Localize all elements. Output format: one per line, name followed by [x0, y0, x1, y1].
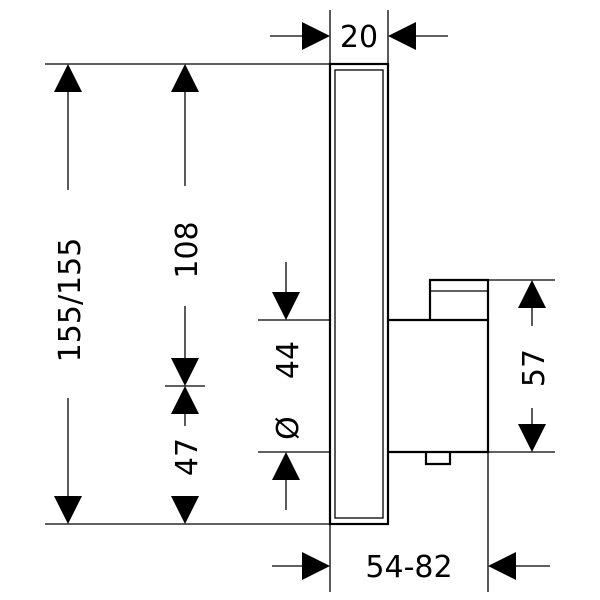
valve-body [388, 318, 490, 454]
extension-lines [45, 10, 555, 592]
bottom-nub [424, 452, 452, 466]
dimension-lower-height: 47 [170, 386, 205, 524]
dimension-top-width: 20 [270, 20, 448, 55]
dimension-total-height: 155/155 [53, 64, 88, 524]
cover-plate-inner [334, 69, 384, 519]
cover-plate [328, 62, 390, 526]
product-outline [328, 62, 490, 526]
upper-height-label: 108 [170, 221, 205, 278]
dimension-right-height: 57 [517, 280, 552, 452]
depth-range-label: 54-82 [365, 550, 452, 585]
top-spindle [428, 278, 490, 320]
lower-height-label: 47 [170, 438, 205, 476]
total-height-label: 155/155 [53, 238, 88, 363]
top-width-label: 20 [340, 20, 378, 55]
right-height-label: 57 [517, 349, 552, 387]
dimension-upper-height: 108 [170, 64, 205, 386]
dimension-depth-range: 54-82 [272, 550, 550, 585]
diameter-value-label: 44 [271, 341, 306, 379]
dimension-diameter: 44 Ø [271, 262, 306, 510]
diameter-symbol: Ø [271, 416, 306, 440]
